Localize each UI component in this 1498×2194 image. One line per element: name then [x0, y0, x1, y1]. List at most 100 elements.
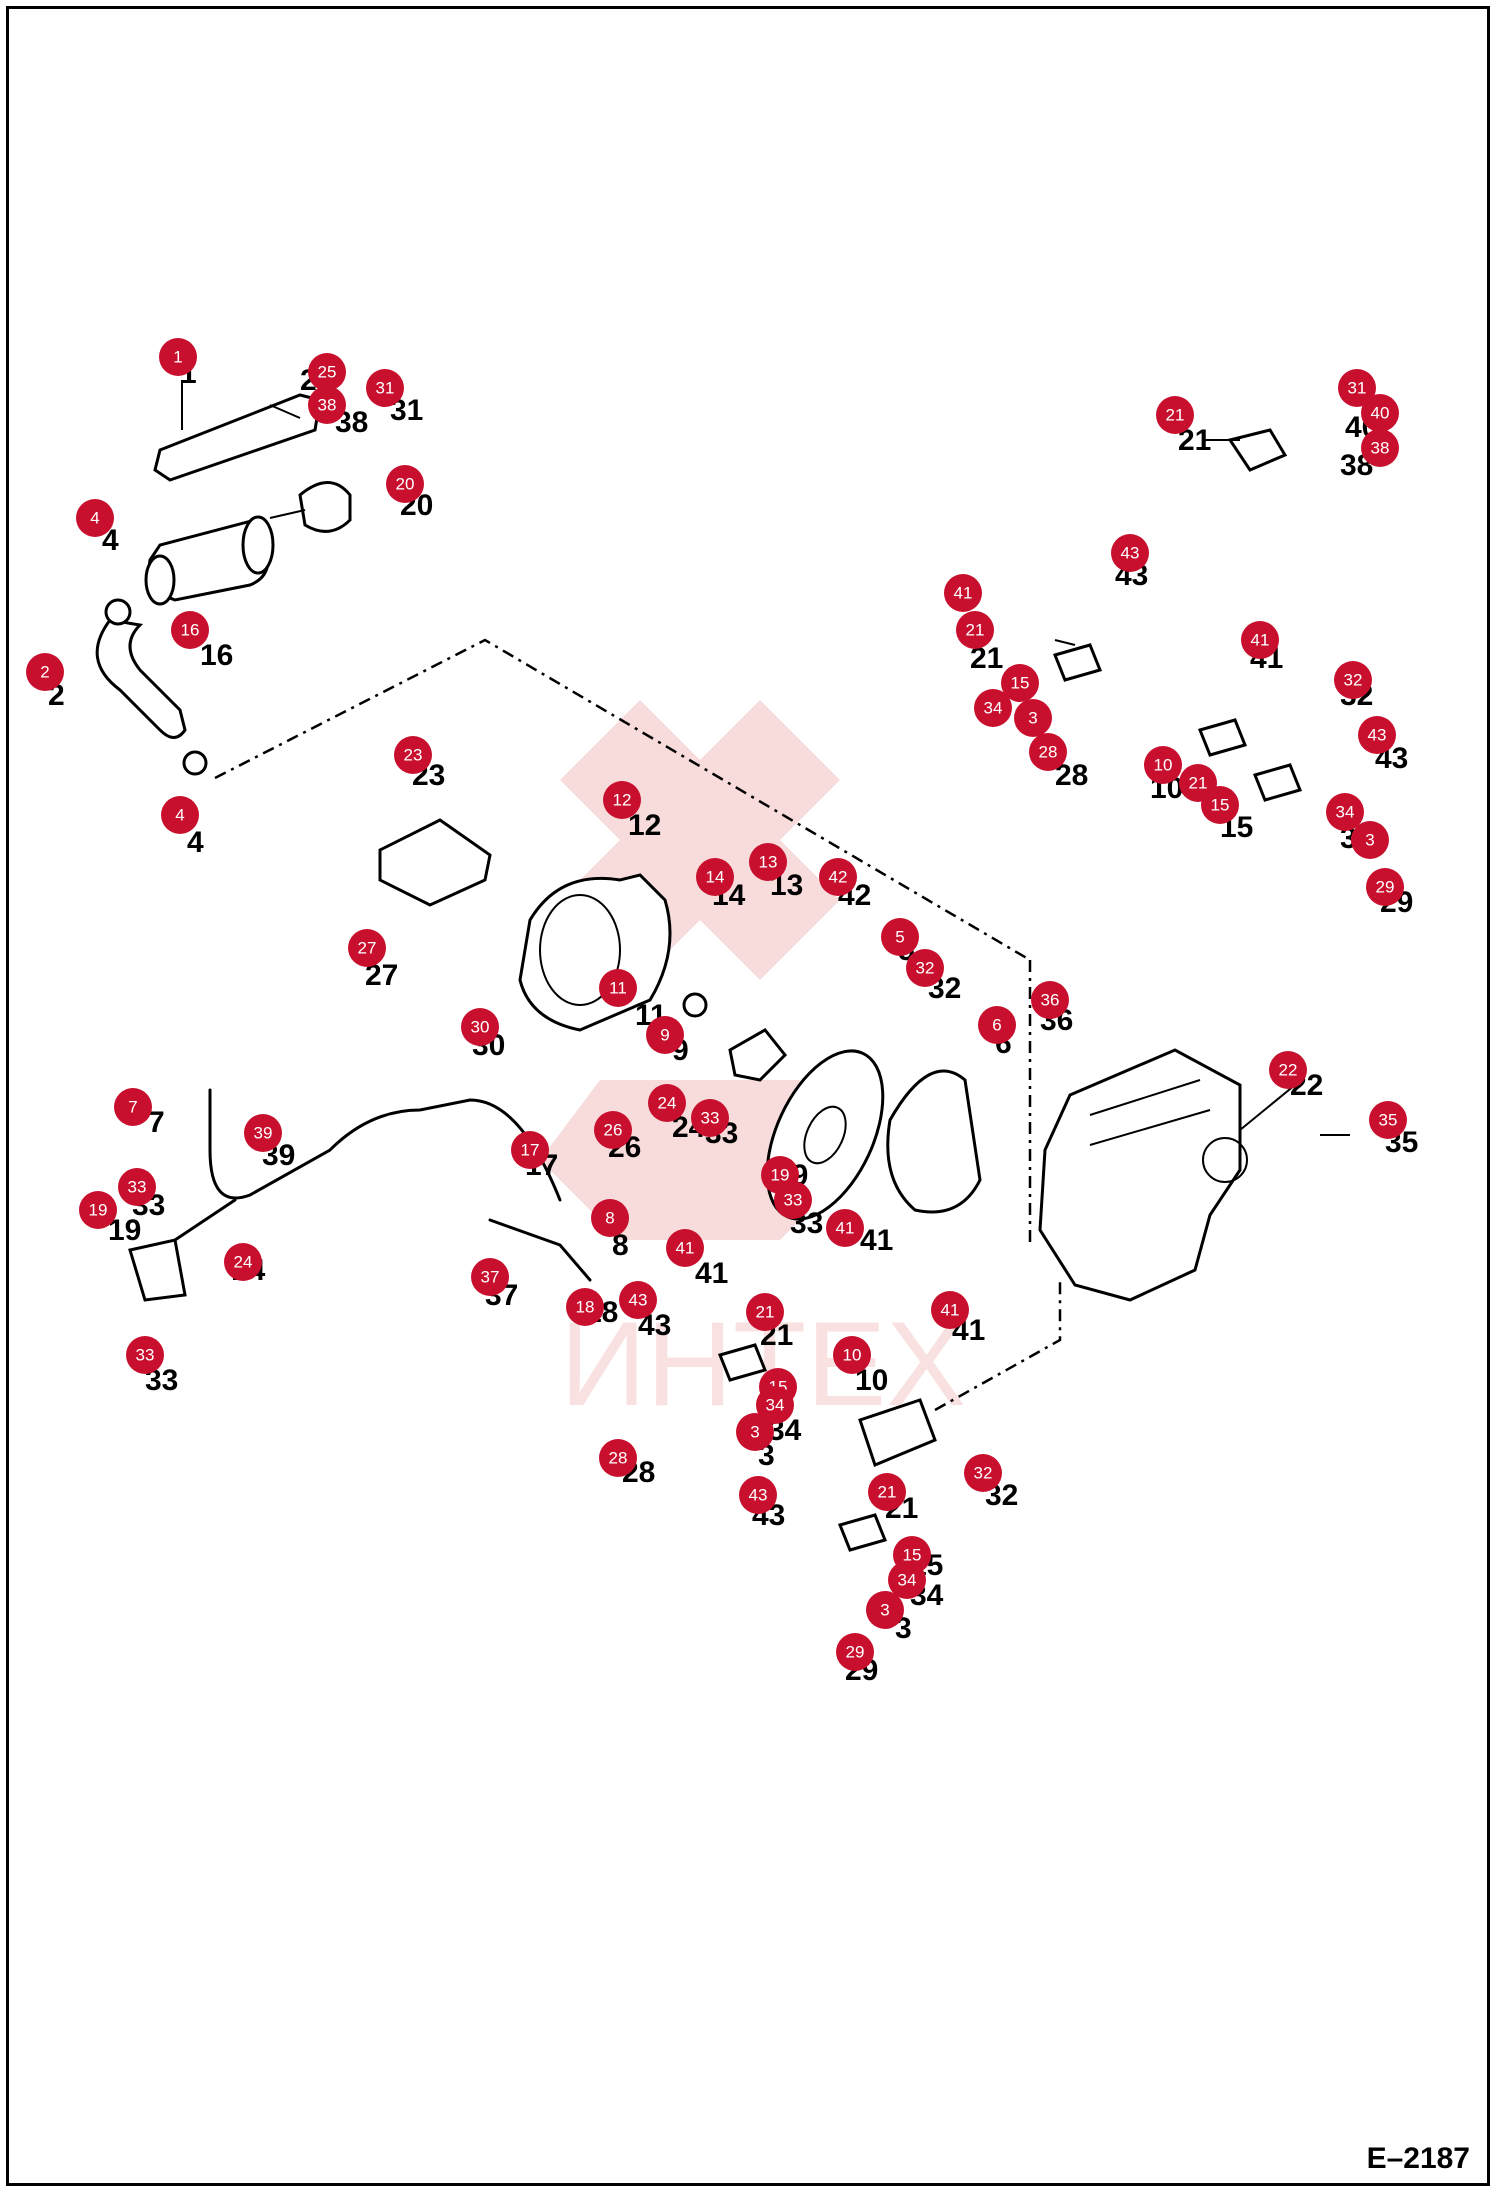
- callout-badge-22: 22: [1269, 1051, 1307, 1089]
- callout-badge-30: 30: [461, 1008, 499, 1046]
- callout-badge-15c: 15: [1001, 664, 1039, 702]
- label-8: 8: [612, 1229, 629, 1262]
- svg-text:3: 3: [750, 1423, 759, 1442]
- callout-badge-28b: 28: [1029, 733, 1067, 771]
- svg-text:1: 1: [173, 348, 182, 367]
- svg-text:29: 29: [1376, 878, 1395, 897]
- svg-text:21: 21: [756, 1303, 775, 1322]
- callout-badge-37: 37: [471, 1258, 509, 1296]
- svg-text:21: 21: [1189, 774, 1208, 793]
- callout-badge-34b: 34: [888, 1561, 926, 1599]
- diagram-frame: [6, 6, 1490, 2186]
- callout-badge-32c: 32: [1334, 661, 1372, 699]
- svg-text:35: 35: [1379, 1111, 1398, 1130]
- callout-badge-41b: 41: [826, 1209, 864, 1247]
- svg-text:30: 30: [471, 1018, 490, 1037]
- svg-text:31: 31: [376, 379, 395, 398]
- callout-badge-1: 1: [159, 338, 197, 376]
- svg-text:16: 16: [181, 621, 200, 640]
- callout-badge-28: 28: [599, 1439, 637, 1477]
- svg-text:9: 9: [660, 1026, 669, 1045]
- callout-badge-16: 16: [171, 611, 209, 649]
- svg-text:6: 6: [992, 1016, 1001, 1035]
- number-labels: 1 25 38 31 20 4 16 2 4 23 12 14 13 42 5 …: [48, 357, 1418, 1687]
- callout-badge-41d: 41: [944, 574, 982, 612]
- callout-badge-29b: 29: [1366, 868, 1404, 906]
- svg-text:38: 38: [318, 396, 337, 415]
- callout-badge-32b: 32: [964, 1454, 1002, 1492]
- callout-badge-35: 35: [1369, 1101, 1407, 1139]
- callout-badge-39: 39: [244, 1114, 282, 1152]
- svg-text:5: 5: [895, 928, 904, 947]
- callout-badge-33: 33: [118, 1168, 156, 1206]
- svg-text:12: 12: [613, 791, 632, 810]
- callout-badges: 1 25 31 38 20 4 16 2 4 23 12 14 13 42 5 …: [26, 338, 1407, 1671]
- svg-text:39: 39: [254, 1124, 273, 1143]
- callout-badge-17: 17: [511, 1131, 549, 1169]
- svg-text:22: 22: [1279, 1061, 1298, 1080]
- svg-text:34: 34: [984, 699, 1003, 718]
- svg-text:40: 40: [1371, 404, 1390, 423]
- svg-text:19: 19: [89, 1201, 108, 1220]
- callout-badge-32: 32: [906, 949, 944, 987]
- callout-badge-24b: 24: [648, 1084, 686, 1122]
- svg-text:10: 10: [1154, 756, 1173, 775]
- svg-text:11: 11: [609, 979, 627, 998]
- svg-text:28: 28: [609, 1449, 628, 1468]
- callout-badge-7: 7: [114, 1088, 152, 1126]
- label-16: 16: [200, 639, 233, 672]
- svg-text:43: 43: [749, 1486, 768, 1505]
- svg-text:3: 3: [1365, 831, 1374, 850]
- svg-text:41: 41: [1251, 631, 1270, 650]
- svg-text:41: 41: [954, 584, 973, 603]
- callout-badge-38: 38: [308, 386, 346, 424]
- svg-text:41: 41: [836, 1219, 855, 1238]
- svg-text:43: 43: [629, 1291, 648, 1310]
- callout-badge-36: 36: [1031, 981, 1069, 1019]
- callout-badge-5: 5: [881, 918, 919, 956]
- callout-badge-31: 31: [366, 369, 404, 407]
- svg-text:14: 14: [706, 868, 725, 887]
- svg-text:24: 24: [658, 1094, 677, 1113]
- callout-badge-34d: 34: [1326, 793, 1364, 831]
- svg-text:34: 34: [898, 1571, 917, 1590]
- callout-badge-43b: 43: [739, 1476, 777, 1514]
- callout-badge-25: 25: [308, 353, 346, 391]
- svg-text:3: 3: [880, 1601, 889, 1620]
- callout-badge-27: 27: [348, 929, 386, 967]
- callout-badge-26: 26: [594, 1111, 632, 1149]
- svg-text:36: 36: [1041, 991, 1060, 1010]
- callout-badge-4: 4: [76, 499, 114, 537]
- callout-badge-2: 2: [26, 653, 64, 691]
- svg-text:33: 33: [136, 1346, 155, 1365]
- callout-badge-41e: 41: [1241, 621, 1279, 659]
- svg-text:26: 26: [604, 1121, 623, 1140]
- svg-text:34: 34: [766, 1396, 785, 1415]
- callout-badge-8: 8: [591, 1199, 629, 1237]
- callout-badge-10b: 10: [1144, 746, 1182, 784]
- callout-badge-38b: 38: [1361, 429, 1399, 467]
- label-41b: 41: [860, 1224, 893, 1257]
- svg-text:10: 10: [843, 1346, 862, 1365]
- callout-badge-43d: 43: [1358, 716, 1396, 754]
- svg-text:33: 33: [128, 1178, 147, 1197]
- callout-badge-21d: 21: [956, 611, 994, 649]
- callout-badge-34: 34: [756, 1386, 794, 1424]
- svg-text:43: 43: [1121, 544, 1140, 563]
- callout-badge-6: 6: [978, 1006, 1016, 1044]
- svg-text:32: 32: [1344, 671, 1363, 690]
- svg-text:20: 20: [396, 475, 415, 494]
- svg-text:31: 31: [1348, 379, 1367, 398]
- callout-badge-24: 24: [224, 1243, 262, 1281]
- figure-code: E–2187: [1366, 2142, 1470, 2175]
- svg-text:21: 21: [878, 1483, 897, 1502]
- drawing-lines: [95, 380, 1350, 1552]
- svg-text:18: 18: [576, 1298, 595, 1317]
- callout-badge-20: 20: [386, 465, 424, 503]
- svg-text:41: 41: [941, 1301, 960, 1320]
- callout-badge-42: 42: [819, 858, 857, 896]
- callout-badge-31b: 31: [1338, 369, 1376, 407]
- callout-badge-43c: 43: [1111, 534, 1149, 572]
- label-4b: 4: [187, 826, 204, 859]
- callout-badge-11: 11: [599, 969, 637, 1007]
